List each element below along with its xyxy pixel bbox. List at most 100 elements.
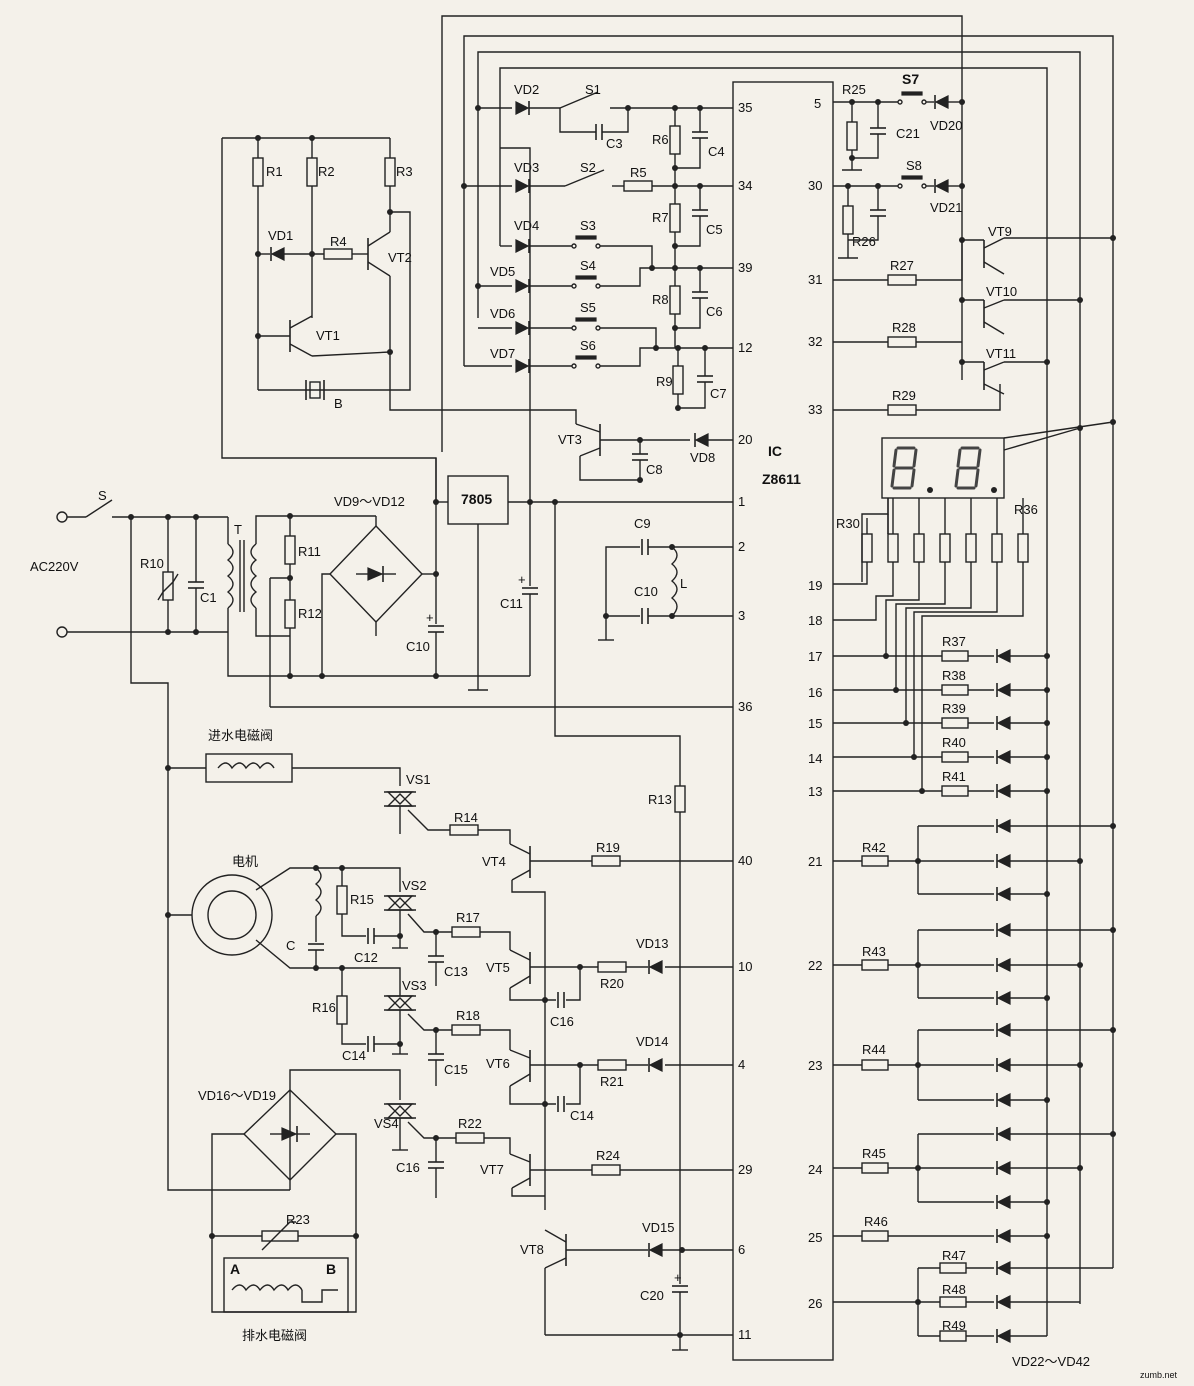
c11-plus: + bbox=[518, 572, 526, 587]
r28-label: R28 bbox=[892, 320, 916, 335]
vt11-label: VT11 bbox=[986, 346, 1016, 361]
r40-label: R40 bbox=[942, 735, 966, 750]
vt4-stage: VT4 R19 bbox=[482, 840, 621, 1210]
regulator-7805-label: 7805 bbox=[461, 491, 492, 507]
ac-terminal-bottom bbox=[56, 626, 68, 638]
pin-31: 31 bbox=[808, 272, 822, 287]
vs4-label: VS4 bbox=[374, 1116, 399, 1131]
r46-label: R46 bbox=[864, 1214, 888, 1229]
vd14-label: VD14 bbox=[636, 1034, 669, 1049]
vd2-label: VD2 bbox=[514, 82, 539, 97]
s4-label: S4 bbox=[580, 258, 596, 273]
pin-35: 35 bbox=[738, 100, 752, 115]
pin-32: 32 bbox=[808, 334, 822, 349]
r45-label: R45 bbox=[862, 1146, 886, 1161]
r30-label: R30 bbox=[836, 516, 860, 531]
c19-label: C20 bbox=[640, 1288, 664, 1303]
c3-label: C4 bbox=[708, 144, 725, 159]
seven-segment-display bbox=[861, 419, 1116, 582]
vt7-stage: VT7 R24 bbox=[480, 1148, 621, 1197]
pin-21: 21 bbox=[808, 854, 822, 869]
led-row-15: R39 bbox=[833, 701, 1050, 730]
c19-plus: + bbox=[674, 1270, 682, 1285]
r6-label: R6 bbox=[652, 132, 669, 147]
digit-2 bbox=[954, 446, 997, 493]
digit-1 bbox=[890, 446, 933, 493]
pin-24: 24 bbox=[808, 1162, 822, 1177]
pin-33: 33 bbox=[808, 402, 822, 417]
c9-label: C10 bbox=[634, 584, 658, 599]
r49-label: R49 bbox=[942, 1318, 966, 1333]
pin-16: 16 bbox=[808, 685, 822, 700]
vt9-label: VT9 bbox=[988, 224, 1012, 239]
motor-section: 电机 C R15 C12 VS2 C13 R17 bbox=[165, 855, 511, 1086]
pin-1: 1 bbox=[738, 494, 745, 509]
r27-label: R27 bbox=[890, 258, 914, 273]
pin-22: 22 bbox=[808, 958, 822, 973]
drain-valve-label: 排水电磁阀 bbox=[242, 1329, 307, 1344]
vt10-label: VT10 bbox=[986, 284, 1017, 299]
pin-14: 14 bbox=[808, 751, 822, 766]
s8-label: S8 bbox=[906, 158, 922, 173]
s2-label: S2 bbox=[580, 160, 596, 175]
r39-label: R39 bbox=[942, 701, 966, 716]
s3-label: S3 bbox=[580, 218, 596, 233]
ic-part-number: Z8611 bbox=[762, 471, 801, 487]
ac220v-label: AC220V bbox=[30, 559, 79, 574]
pin-25: 25 bbox=[808, 1230, 822, 1245]
led-row-13: R41 bbox=[833, 769, 1050, 798]
reset-circuit: R1 R2 R3 VD1 R4 VT2 VT1 B bbox=[221, 135, 577, 502]
c17-label: C16 bbox=[550, 1014, 574, 1029]
r43-label: R43 bbox=[862, 944, 886, 959]
drain-valve-section: VD16～VD19 VS4 C16 R22 R23 A B 排水电磁阀 bbox=[198, 1069, 511, 1344]
vt8-stage: VT8 VD15 R13 + C20 bbox=[520, 785, 688, 1351]
vd4-label: VD4 bbox=[514, 218, 539, 233]
r20-label: R20 bbox=[600, 976, 624, 991]
vt5-label: VT5 bbox=[486, 960, 510, 975]
r24-label: R23 bbox=[286, 1212, 310, 1227]
digit-drivers: R27 VT9 R28 VT10 R29 VT11 bbox=[833, 224, 1116, 416]
vt2-label: VT2 bbox=[388, 250, 412, 265]
led-array: R37 R38 R39 R40 R41 bbox=[833, 634, 1116, 1369]
segment-resistors bbox=[861, 498, 889, 582]
r18-label: R18 bbox=[456, 1008, 480, 1023]
led-group-22: R43 bbox=[833, 923, 1116, 1005]
r41-label: R41 bbox=[942, 769, 966, 784]
coil-a-label: A bbox=[230, 1261, 240, 1277]
vs1-label: VS1 bbox=[406, 772, 431, 787]
r48-label: R48 bbox=[942, 1282, 966, 1297]
right-keys: R25 C21 S7 VD20 R26 S8 VD21 bbox=[833, 71, 965, 259]
inlet-valve-label: 进水电磁阀 bbox=[208, 729, 273, 744]
ic-left-pins: 35 34 39 12 20 1 2 3 36 40 10 4 29 6 11 bbox=[270, 100, 752, 1342]
r42-label: R42 bbox=[862, 840, 886, 855]
r25-label: R25 bbox=[842, 82, 866, 97]
inductor-l-label: L bbox=[680, 576, 687, 591]
vd13-label: VD13 bbox=[636, 936, 669, 951]
vt3-stage: VT3 C8 VD8 bbox=[558, 423, 715, 483]
vd7-label: VD7 bbox=[490, 346, 515, 361]
r10-label: R10 bbox=[140, 556, 164, 571]
c8-label: C9 bbox=[634, 516, 651, 531]
c4-label: C5 bbox=[706, 222, 723, 237]
vt1-label: VT1 bbox=[316, 328, 340, 343]
c7-label: C8 bbox=[646, 462, 663, 477]
pin-11: 11 bbox=[738, 1327, 752, 1342]
c10-label: C10 bbox=[406, 639, 430, 654]
led-group-24: R45 bbox=[833, 1127, 1116, 1209]
vs2-label: VS2 bbox=[402, 878, 427, 893]
pin-12: 12 bbox=[738, 340, 752, 355]
pin-18: 18 bbox=[808, 613, 822, 628]
r12-label: R12 bbox=[298, 606, 322, 621]
pin-5: 5 bbox=[814, 96, 821, 111]
c1-label: C1 bbox=[200, 590, 217, 605]
motor-label: 电机 bbox=[232, 855, 258, 870]
pin-19: 19 bbox=[808, 578, 822, 593]
pin-36: 36 bbox=[738, 699, 752, 714]
vt3-label: VT3 bbox=[558, 432, 582, 447]
vt8-label: VT8 bbox=[520, 1242, 544, 1257]
r3-label: R4 bbox=[330, 234, 347, 249]
top-bus-wires bbox=[441, 15, 1114, 442]
r19-label: R19 bbox=[596, 840, 620, 855]
vd3-label: VD3 bbox=[514, 160, 539, 175]
